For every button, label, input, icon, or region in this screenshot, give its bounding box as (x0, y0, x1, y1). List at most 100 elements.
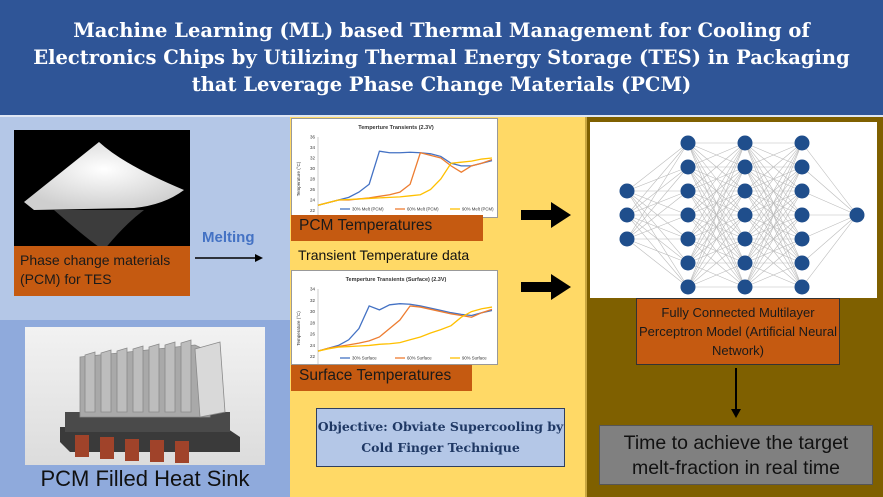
y-tick-label: 34 (310, 145, 316, 150)
legend-label: 60% Surface (407, 356, 432, 361)
neuron-node (680, 207, 696, 223)
connection-line (801, 166, 858, 216)
chart-title: Temperture Transients (Surface) (2.3V) (346, 277, 447, 283)
neuron-node (737, 231, 753, 247)
page-title: Machine Learning (ML) based Thermal Mana… (33, 19, 850, 96)
legend-label: 60% Melt (PCM) (407, 207, 439, 212)
connection-line (744, 142, 803, 240)
header-banner: Machine Learning (ML) based Thermal Mana… (0, 0, 883, 117)
neuron-node (680, 159, 696, 175)
connection-line (626, 142, 689, 240)
series-line (317, 157, 493, 206)
pcm-temperature-chart: Temperture Transients (2.3V) Temperature … (291, 118, 498, 224)
connection-line (744, 238, 803, 288)
surface-temperature-chart: Temperture Transients (Surface) (2.3V) Te… (291, 270, 498, 371)
y-tick-label: 30 (310, 309, 316, 314)
down-arrow-icon (731, 368, 741, 418)
y-tick-label: 34 (310, 287, 316, 292)
neuron-node (737, 207, 753, 223)
ann-model-label: Fully Connected Multilayer Perceptron Mo… (636, 298, 840, 365)
pcm-temperatures-label: PCM Temperatures (291, 215, 483, 241)
connection-line (687, 190, 746, 288)
neuron-node (794, 135, 810, 151)
surface-temperatures-label: Surface Temperatures (291, 365, 472, 391)
y-axis-label: Temperature (°C) (296, 161, 301, 196)
connection-line (744, 142, 803, 264)
connection-line (801, 214, 858, 264)
pcm-label: Phase change materials (PCM) for TES (14, 246, 190, 296)
connection-line (687, 214, 746, 288)
y-tick-label: 24 (310, 198, 316, 203)
connection-line (626, 214, 689, 240)
neuron-node (737, 135, 753, 151)
neuron-node (680, 183, 696, 199)
y-tick-label: 36 (310, 135, 316, 140)
series-line (317, 151, 493, 206)
y-tick-label: 24 (310, 343, 316, 348)
connection-line (801, 190, 858, 216)
y-tick-label: 30 (310, 166, 316, 171)
legend-label: 90% Surface (462, 356, 487, 361)
connection-line (801, 214, 858, 240)
neuron-node (680, 255, 696, 271)
connection-line (687, 142, 746, 264)
connection-line (687, 142, 746, 192)
neuron-node (794, 279, 810, 295)
series-line (317, 150, 493, 206)
connection-line (626, 142, 689, 216)
connection-line (687, 142, 746, 168)
connection-line (744, 214, 803, 288)
connection-line (744, 142, 803, 192)
y-tick-label: 26 (310, 187, 316, 192)
connection-line (744, 142, 803, 288)
legend-label: 30% Surface (352, 356, 377, 361)
connection-line (744, 262, 803, 288)
y-tick-label: 32 (310, 298, 316, 303)
connection-line (801, 142, 858, 216)
connection-line (744, 142, 803, 168)
right-arrow-icon (195, 254, 263, 262)
connection-line (626, 190, 689, 240)
y-axis-label: Temperature (°C) (296, 311, 301, 346)
connection-line (626, 238, 689, 288)
series-line (317, 305, 493, 352)
connection-line (744, 142, 803, 216)
chart-title: Temperture Transients (2.3V) (358, 125, 434, 131)
neural-network-diagram (590, 122, 877, 298)
y-tick-label: 28 (310, 320, 316, 325)
neuron-node (849, 207, 865, 223)
neuron-node (737, 279, 753, 295)
y-tick-label: 22 (310, 354, 316, 359)
neuron-node (794, 255, 810, 271)
neuron-node (680, 231, 696, 247)
neuron-node (794, 159, 810, 175)
melting-label: Melting (202, 229, 255, 246)
y-tick-label: 26 (310, 332, 316, 337)
neuron-node (794, 183, 810, 199)
neuron-node (794, 231, 810, 247)
neuron-node (619, 231, 635, 247)
connection-line (687, 142, 746, 216)
series-line (317, 306, 493, 352)
neuron-node (619, 207, 635, 223)
legend-label: 30% Melt (PCM) (352, 207, 384, 212)
series-line (317, 303, 493, 352)
heat-sink-image (25, 327, 265, 465)
neuron-node (737, 255, 753, 271)
transient-data-label: Transient Temperature data (298, 247, 470, 263)
y-tick-label: 28 (310, 177, 316, 182)
neuron-node (680, 135, 696, 151)
output-box: Time to achieve the target melt-fraction… (599, 425, 873, 485)
connection-line (626, 238, 689, 264)
connection-line (626, 166, 689, 240)
connection-line (687, 142, 746, 240)
connection-line (801, 214, 858, 288)
connection-line (744, 166, 803, 288)
connection-line (626, 142, 689, 192)
connection-line (687, 142, 746, 288)
neuron-node (619, 183, 635, 199)
legend-label: 90% Melt (PCM) (462, 207, 494, 212)
neuron-node (794, 207, 810, 223)
right-arrow-icon (521, 274, 571, 300)
objective-box: Objective: Obviate Supercooling by Cold … (316, 408, 565, 467)
